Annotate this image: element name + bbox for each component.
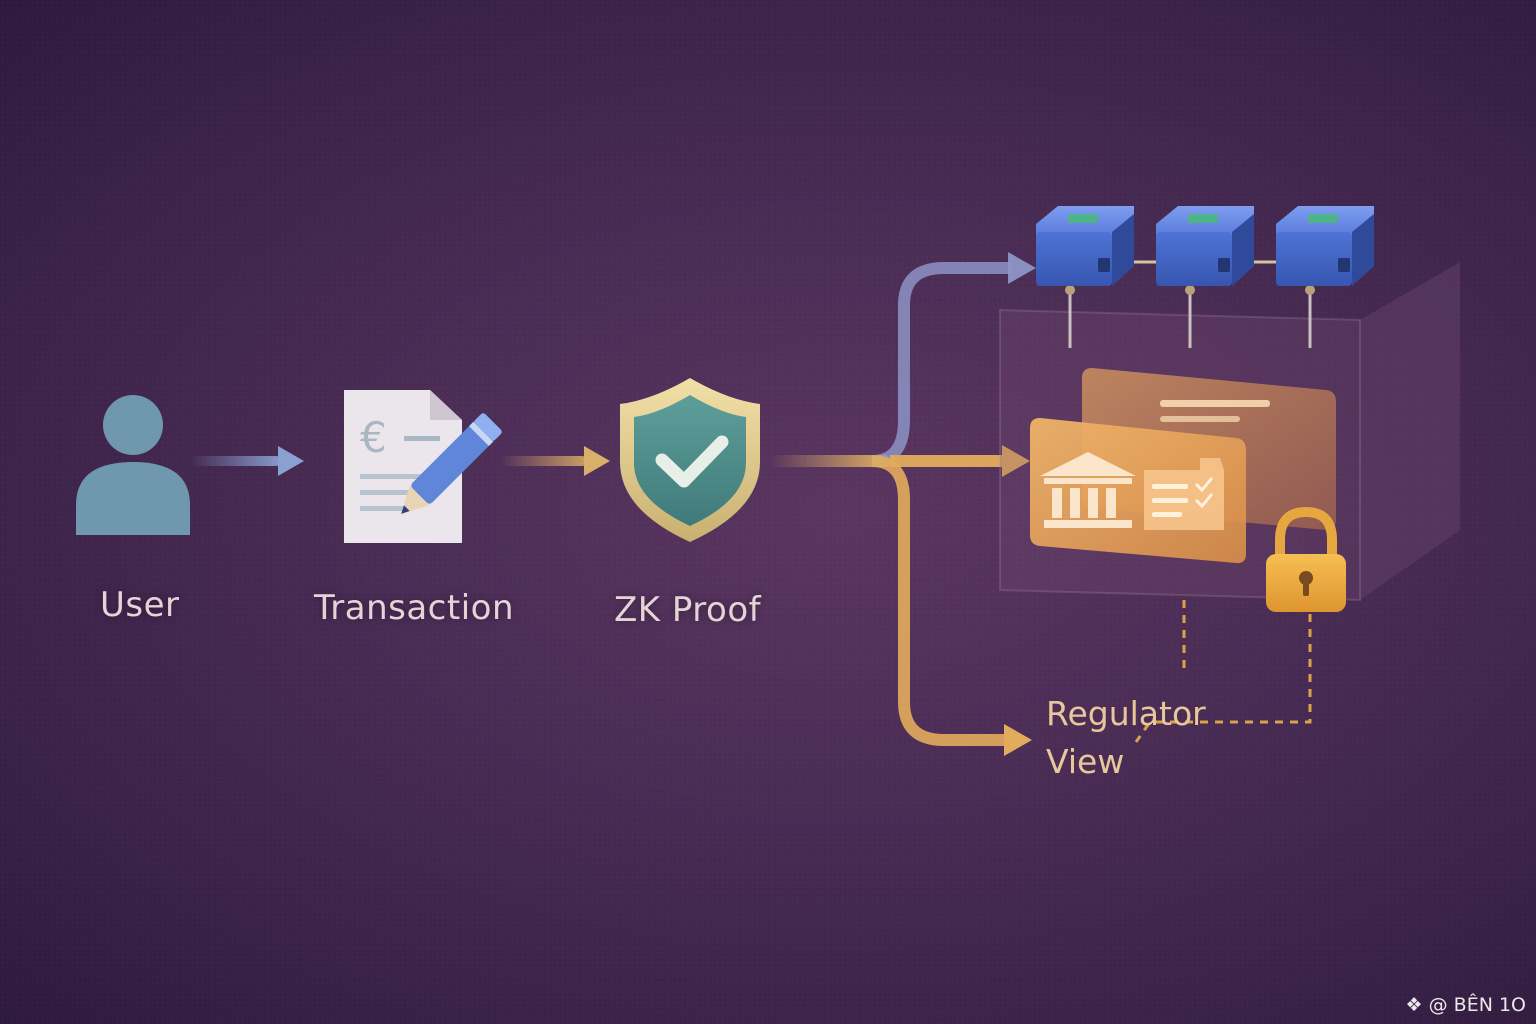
arrow-user-to-transaction xyxy=(190,446,304,476)
lock-icon xyxy=(1266,506,1346,612)
blockchain-block-icon xyxy=(1036,206,1134,286)
arrow-transaction-to-proof xyxy=(500,446,610,476)
regulator-panels xyxy=(1030,368,1336,564)
regulator-label-line1: Regulator xyxy=(1046,694,1206,733)
bank-icon xyxy=(1040,452,1136,528)
watermark-name: BÊN 1O xyxy=(1453,994,1526,1016)
blockchain-block-icon xyxy=(1156,206,1254,286)
branch-arrows xyxy=(770,252,1036,756)
regulator-label-line2: View xyxy=(1046,742,1125,781)
regulator-view-label: Regulator View xyxy=(1046,690,1206,786)
step-label-transaction: Transaction xyxy=(314,588,515,628)
watermark: ❖ @ BÊN 1O xyxy=(1406,994,1526,1016)
dashed-connectors xyxy=(1134,600,1312,743)
step-label-zk-proof: ZK Proof xyxy=(614,590,762,630)
document-pen-icon: € xyxy=(344,390,502,543)
watermark-at: @ xyxy=(1428,994,1448,1016)
euro-symbol: € xyxy=(360,413,387,462)
shield-check-icon xyxy=(620,378,760,542)
blockchain xyxy=(1036,206,1374,348)
checklist-icon xyxy=(1144,458,1224,530)
step-label-user: User xyxy=(100,585,180,625)
user-icon xyxy=(76,395,190,535)
watermark-logo-icon: ❖ xyxy=(1405,994,1423,1016)
blockchain-block-icon xyxy=(1276,206,1374,286)
